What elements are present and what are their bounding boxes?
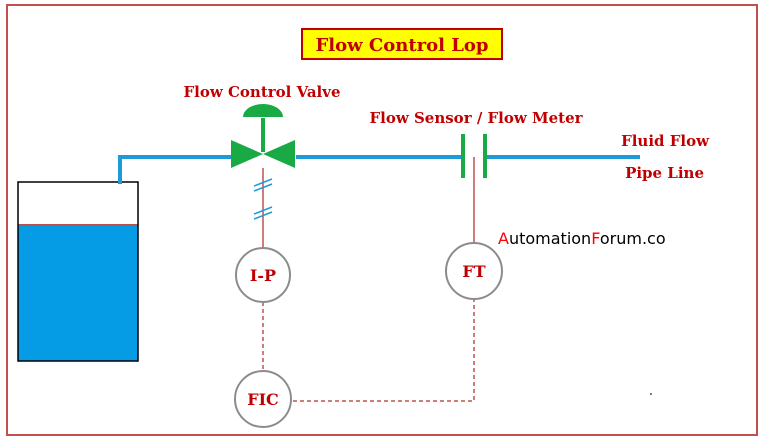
ft-label: FT [462,262,485,281]
pneumatic-signal-line [253,168,273,258]
tank-water [18,225,138,361]
ip-converter[interactable]: I-P [235,247,291,303]
watermark: AutomationForum.co [498,229,666,248]
tank-outline [17,181,139,362]
diagram-frame [6,4,758,436]
stray-dot [650,393,652,395]
ip-label: I-P [250,266,276,285]
title-box [301,28,503,60]
fic-label: FIC [247,390,279,409]
valve-label: Flow Control Valve [183,83,340,101]
pipe-line [118,155,640,184]
flow-sensor [461,134,487,178]
valve-actuator [243,104,283,117]
flow-control-valve[interactable] [231,104,295,168]
flow-indicating-controller[interactable]: FIC [234,370,292,428]
electronic-signal-lines [262,298,475,402]
flow-transmitter[interactable]: FT [445,242,503,300]
valve-body-right [263,140,295,168]
tank [17,181,139,362]
pipe-line-label: Pipe Line [625,164,704,182]
fluid-flow-label: Fluid Flow [621,132,710,150]
valve-body-left [231,140,263,168]
sensor-label: Flow Sensor / Flow Meter [369,109,583,127]
diagram-title: Flow Control Lop [316,35,489,56]
